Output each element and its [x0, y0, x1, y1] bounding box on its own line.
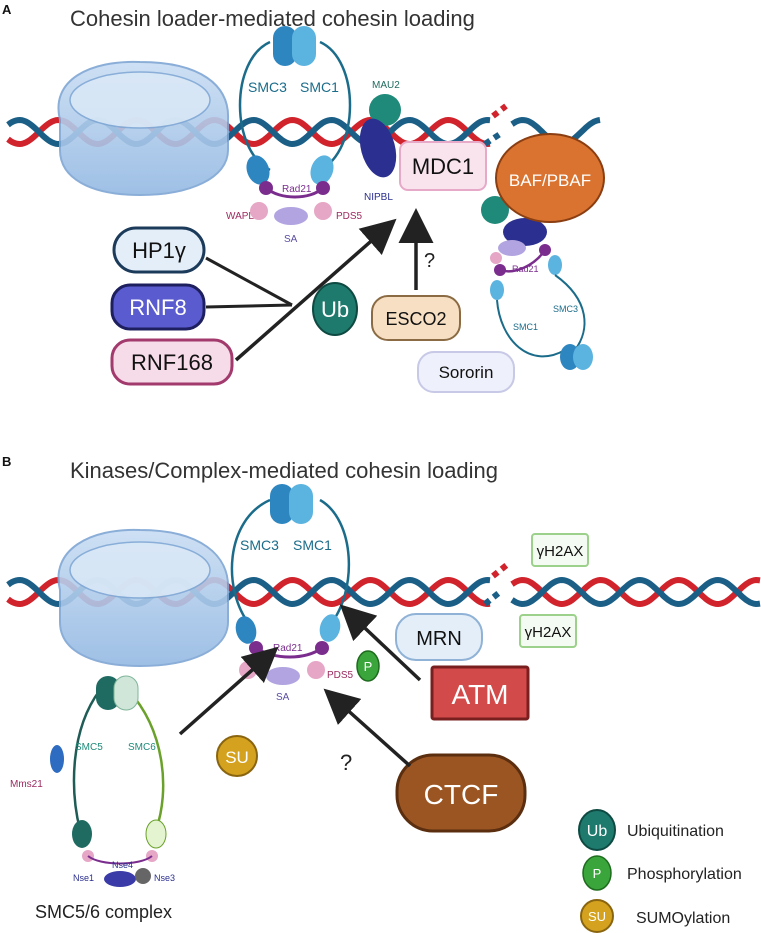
nse3-label: Nse3 — [154, 873, 175, 883]
smc56-complex-label: SMC5/6 complex — [35, 902, 172, 922]
mdc1-box: MDC1 — [399, 141, 487, 191]
h2ax-top-box: γH2AX — [531, 533, 589, 567]
esco2-label: ESCO2 — [385, 309, 446, 329]
h2ax-bottom-box: γH2AX — [519, 614, 577, 648]
pds5-label-a: PDS5 — [336, 211, 363, 222]
dsb-break-b — [483, 561, 510, 607]
legend-su-label: SUMOylation — [636, 910, 730, 927]
ub-circle-a: Ub — [312, 282, 358, 336]
mrn-box: MRN — [395, 613, 483, 661]
smc1-label-a: SMC1 — [300, 79, 339, 95]
baf-pbaf-label: BAF/PBAF — [509, 171, 591, 190]
ub-label-a: Ub — [321, 297, 349, 322]
smc1-label-b: SMC1 — [293, 537, 332, 553]
dsb-break-a — [483, 103, 508, 147]
legend-ub-symbol: Ub — [587, 823, 608, 840]
nucleosome-b — [57, 528, 230, 668]
dna-helix-b-right-red — [510, 576, 761, 608]
dna-helix-b-right-blue — [510, 576, 761, 608]
rnf168-box: RNF168 — [110, 338, 234, 386]
legend-su-symbol: SU — [588, 909, 606, 924]
panel-a-title: Cohesin loader-mediated cohesin loading — [70, 6, 475, 31]
arrows-a: ? — [205, 208, 435, 362]
question-mark-b: ? — [340, 750, 352, 775]
phospho-circle-b: P — [356, 650, 380, 682]
sororin-box: Sororin — [417, 351, 515, 393]
rnf168-label: RNF168 — [131, 350, 213, 375]
hp1y-box: HP1γ — [112, 226, 206, 274]
smc3-label-a: SMC3 — [248, 79, 287, 95]
legend-p-symbol: P — [593, 866, 602, 881]
sa-label-a: SA — [284, 234, 298, 245]
arrows-b: ? — [178, 604, 422, 775]
rad21-label-a: Rad21 — [282, 184, 312, 195]
atm-box: ATM — [430, 665, 530, 721]
cohesin-ring-a: SMC3 SMC1 Rad21 WAPL PDS5 SA — [226, 26, 363, 245]
legend: Ub Ubiquitination P Phosphorylation SU S… — [578, 809, 742, 933]
panel-b-title: Kinases/Complex-mediated cohesin loading — [70, 458, 498, 483]
mau2-label: MAU2 — [372, 80, 400, 91]
rad21-label-baf: Rad21 — [512, 264, 539, 274]
cohesin-ring-b: SMC3 SMC1 Rad21 PDS5 SA — [230, 484, 354, 703]
rnf8-box: RNF8 — [110, 283, 206, 331]
baf-pbaf-complex: BAF/PBAF Rad21 SMC1 SMC3 — [481, 133, 605, 370]
smc5-label: SMC5 — [75, 742, 103, 753]
sororin-label: Sororin — [439, 363, 494, 382]
panel-b-letter: B — [2, 454, 11, 469]
nse1-label: Nse1 — [73, 873, 94, 883]
ctcf-label: CTCF — [424, 779, 499, 810]
mdc1-label: MDC1 — [412, 154, 474, 179]
h2ax-bottom-label: γH2AX — [525, 624, 572, 641]
esco2-box: ESCO2 — [371, 295, 461, 341]
legend-ub-label: Ubiquitination — [627, 823, 724, 840]
ctcf-box: CTCF — [395, 753, 527, 833]
sa-label-b: SA — [276, 692, 290, 703]
su-label-b: SU — [225, 748, 249, 767]
rad21-label-b: Rad21 — [273, 643, 303, 654]
nucleosome-a — [57, 60, 230, 197]
su-circle-b: SU — [216, 735, 258, 777]
mms21-label: Mms21 — [10, 779, 43, 790]
legend-p-label: Phosphorylation — [627, 866, 742, 883]
atm-label: ATM — [451, 679, 508, 710]
rnf8-label: RNF8 — [129, 295, 186, 320]
panel-a-letter: A — [2, 2, 12, 17]
smc56-complex: SMC5 SMC6 Mms21 Nse4 Nse1 Nse3 SMC5/6 co… — [10, 675, 175, 922]
wapl-label: WAPL — [226, 211, 254, 222]
loader-complex: MAU2 NIPBL — [359, 80, 401, 203]
p-label-b: P — [364, 659, 373, 674]
nipbl-label: NIPBL — [364, 192, 393, 203]
smc1-label-baf: SMC1 — [513, 322, 538, 332]
nse4-label: Nse4 — [112, 860, 133, 870]
mrn-label: MRN — [416, 628, 462, 650]
smc3-label-b: SMC3 — [240, 537, 279, 553]
h2ax-top-label: γH2AX — [537, 543, 584, 560]
smc3-label-baf: SMC3 — [553, 304, 578, 314]
pds5-label-b: PDS5 — [327, 670, 354, 681]
smc6-label: SMC6 — [128, 742, 156, 753]
question-mark-a: ? — [424, 250, 435, 272]
hp1y-label: HP1γ — [132, 238, 186, 263]
